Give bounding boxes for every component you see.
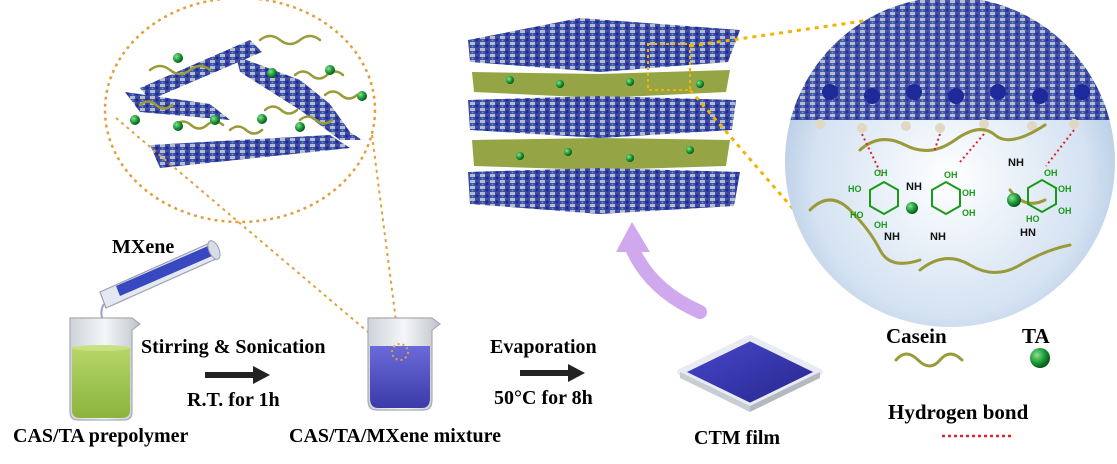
chem-oh-1: OH: [874, 168, 888, 178]
step2-condition-label: 50°C for 8h: [494, 387, 593, 409]
chem-nh-4: NH: [1008, 157, 1024, 169]
chem-oh-8: OH: [1058, 206, 1072, 216]
zoom-guide-left: [115, 117, 369, 333]
chem-oh-4: OH: [962, 188, 976, 198]
zoom-guide-right: [371, 134, 401, 353]
chem-oh-5: OH: [962, 208, 976, 218]
chem-oh-3: OH: [944, 170, 958, 180]
legend-ta-label: TA: [1022, 324, 1050, 348]
chem-oh-6: OH: [1044, 168, 1058, 178]
arrow-step1: [205, 366, 270, 384]
zoom-guide-bottom: [688, 89, 810, 227]
cas-ta-prepolymer-label: CAS/TA prepolymer: [13, 425, 189, 447]
legend-hbond-label: Hydrogen bond: [888, 400, 1029, 424]
ctm-film-label: CTM film: [694, 427, 781, 449]
chem-ho-2: HO: [850, 210, 864, 220]
legend-ta-swatch: [1030, 348, 1050, 368]
step1-condition-label: R.T. for 1h: [187, 389, 280, 411]
ctm-film: [677, 335, 823, 412]
zoom-mxene-flakes: [125, 40, 362, 168]
zoom-guide-top: [689, 12, 913, 48]
film-to-structure-arrow: [616, 222, 707, 319]
step1-method-label: Stirring & Sonication: [141, 336, 326, 358]
molecular-zoom-circle: OH HO HO OH OH OH OH OH OH OH HO NH NH N…: [785, 0, 1115, 327]
chem-ho-1: HO: [848, 184, 862, 194]
legend-casein-label: Casein: [886, 324, 947, 348]
arrow-step2: [520, 364, 585, 382]
chem-ho-3: HO: [1026, 214, 1040, 224]
mixture-beaker: [367, 317, 441, 411]
chem-hn-1: HN: [1020, 227, 1036, 239]
legend-casein-swatch: [894, 352, 964, 368]
mixture-label: CAS/TA/MXene mixture: [289, 425, 502, 447]
mxene-label: MXene: [112, 236, 175, 258]
chem-oh-2: OH: [874, 220, 888, 230]
cas-ta-beaker: [69, 317, 141, 421]
layered-film-structure: [468, 18, 740, 214]
chem-oh-7: OH: [1058, 184, 1072, 194]
mxene-test-tube: [99, 240, 221, 319]
step2-method-label: Evaporation: [490, 336, 597, 358]
chem-nh-1: NH: [906, 181, 922, 193]
chem-nh-3: NH: [930, 231, 946, 243]
chem-nh-2: NH: [884, 231, 900, 243]
zoom-ta-spheres: [130, 53, 367, 132]
legend: [894, 348, 1050, 438]
zoom-casein-chains: [138, 34, 359, 135]
